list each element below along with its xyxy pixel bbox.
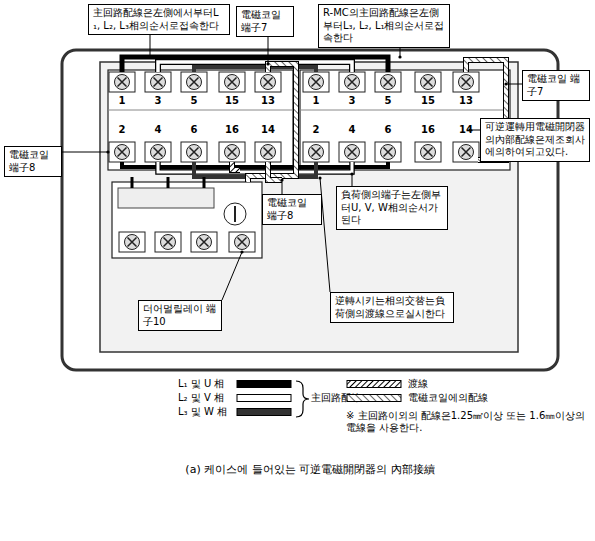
- legend-item: 渡線: [346, 378, 428, 390]
- leader-line: [150, 35, 151, 57]
- callout-text: 더어멀릴레이 端子10: [143, 303, 217, 328]
- callout-box: 逆轉시키는相의交替는負荷側의渡線으로실시한다: [330, 292, 454, 323]
- callout-box: 可逆運轉用電磁開閉器의內部配線은제조회사에의하여되고있다.: [480, 118, 590, 162]
- leader-line: [352, 174, 353, 186]
- legend-sample: [236, 407, 292, 417]
- leader-dot: [280, 178, 283, 181]
- legend-sample: [236, 379, 292, 389]
- callout-text: 可逆運轉用電磁開閉器의內部配線은제조회사에의하여되고있다.: [485, 121, 585, 159]
- callout-text: 電磁코일 端子7: [241, 9, 289, 34]
- callout-box: 電磁코일 端子7: [236, 6, 294, 37]
- legend-item: L₃ 및 W 相: [178, 406, 292, 418]
- terminal-number: 3: [340, 95, 364, 107]
- leader-dot: [106, 150, 109, 153]
- terminal-number: 2: [304, 124, 328, 136]
- terminal-number: 14: [256, 124, 280, 136]
- terminal-number: 15: [416, 95, 440, 107]
- terminal-number: 5: [182, 95, 206, 107]
- callout-text: 電磁코일 端子8: [267, 197, 317, 222]
- legend-text: L₃ 및 W 相: [178, 406, 236, 418]
- legend-sample: [346, 379, 402, 389]
- terminal-number: 3: [146, 95, 170, 107]
- legend-sample: [346, 393, 402, 403]
- leader-dot: [318, 176, 321, 179]
- legend-text: 渡線: [408, 378, 428, 390]
- callout-text: 負荷側의端子는左側부터U, V, W相의순서가된다: [341, 189, 443, 227]
- terminal-number: 16: [220, 124, 244, 136]
- legend-text: L₂ 및 V 相: [178, 392, 236, 404]
- legend-text: 電磁코일에의配線: [408, 392, 488, 404]
- terminal-number: 16: [416, 124, 440, 136]
- terminal-number: 6: [376, 124, 400, 136]
- leader-line: [506, 84, 522, 85]
- leader-line: [62, 152, 108, 153]
- leader-dot: [398, 55, 401, 58]
- legend-item: L₁ 및 U 相: [178, 378, 292, 390]
- terminal-number: 1: [110, 95, 134, 107]
- terminal-number: 1: [304, 95, 328, 107]
- leader-dot: [266, 62, 269, 65]
- terminal-number: 13: [454, 95, 478, 107]
- callout-box: 負荷側의端子는左側부터U, V, W相의순서가된다: [336, 186, 448, 230]
- terminal-number: 5: [376, 95, 400, 107]
- callout-box: 電磁코일 端子8: [262, 194, 322, 225]
- terminal-number: 15: [220, 95, 244, 107]
- note-text: ※ 主回路이외의 配線은1.25㎟이상 또는 1.6㎜이상의 電線을 사용한다.: [346, 410, 586, 434]
- legend-item: L₂ 및 V 相: [178, 392, 292, 404]
- legend-text: L₁ 및 U 相: [178, 378, 236, 390]
- callout-box: 電磁코일 端子8: [4, 146, 62, 177]
- leader-dot: [148, 55, 151, 58]
- callout-text: 逆轉시키는相의交替는負荷側의渡線으로실시한다: [335, 295, 449, 320]
- callout-box: 主回路配線은左側에서부터L₁, L₂, L₃相의순서로접속한다: [88, 4, 230, 35]
- leader-line: [222, 252, 242, 300]
- callout-text: 電磁코일 端子8: [9, 149, 57, 174]
- leader-dot: [504, 82, 507, 85]
- callout-text: R-MC의主回路配線은左側부터L₃, L₂, L₁相의순서로접속한다: [323, 7, 445, 45]
- leader-line: [282, 180, 283, 194]
- callout-text: 主回路配線은左側에서부터L₁, L₂, L₃相의순서로접속한다: [93, 7, 225, 32]
- terminal-number: 2: [110, 124, 134, 136]
- callout-box: R-MC의主回路配線은左側부터L₃, L₂, L₁相의순서로접속한다: [318, 4, 450, 48]
- legend-item: 電磁코일에의配線: [346, 392, 488, 404]
- terminal-number: 4: [146, 124, 170, 136]
- leader-dot: [240, 250, 243, 253]
- terminal-number: 6: [182, 124, 206, 136]
- callout-text: 電磁코일 端子7: [527, 73, 585, 98]
- caption: (a) 케이스에 들어있는 可逆電磁開閉器의 內部接續: [130, 462, 490, 477]
- callout-box: 電磁코일 端子7: [522, 70, 590, 101]
- terminal-number: 14: [454, 124, 478, 136]
- terminal-number: 13: [256, 95, 280, 107]
- leader-dot: [350, 172, 353, 175]
- callout-box: 더어멀릴레이 端子10: [138, 300, 222, 331]
- legend-sample: [236, 393, 292, 403]
- terminal-number: 4: [340, 124, 364, 136]
- leader-line: [268, 37, 269, 64]
